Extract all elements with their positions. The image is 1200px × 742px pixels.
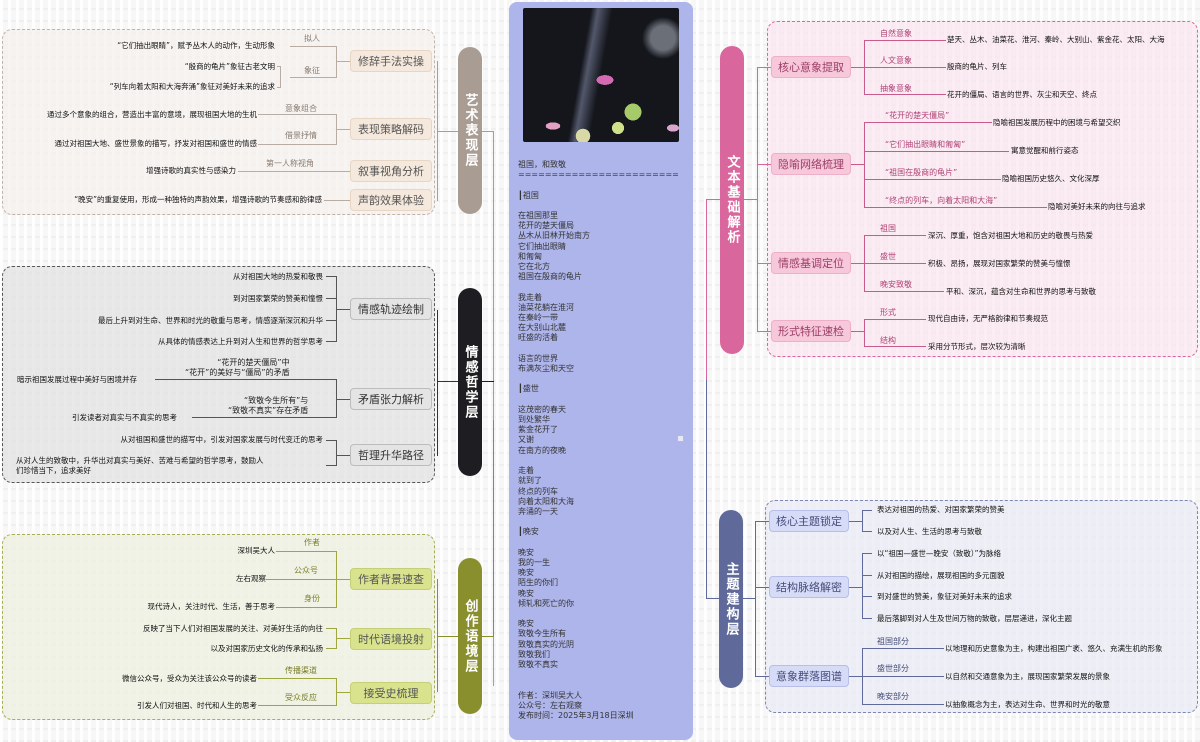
leaf: 以抽象概念为主，表达对生命、世界和时光的敬意 (945, 700, 1110, 709)
leaf: 以自然和交通意象为主，展现国家繁荣发展的景象 (945, 672, 1110, 681)
art-layer-node[interactable]: 艺术表现层 (458, 47, 482, 214)
theme-sub-imagery-map[interactable]: 意象群落图谱 (769, 665, 849, 687)
leaf: 微信公众号，受众为关注该公众号的读者 (122, 674, 257, 683)
emotion-layer-node[interactable]: 情感哲学层 (458, 288, 482, 476)
leaf: 楚天、丛木、油菜花、淮河、秦岭、大别山、紫金花、太阳、大海 (947, 35, 1165, 44)
poem-card: 祖国，和致敬 ======================== ┃祖国 在祖国那… (509, 2, 693, 740)
leaf: 从对祖国大地的热爱和敬畏 (233, 272, 323, 281)
leaf: 从对祖国和盛世的描写中，引发对国家发展与时代变迁的思考 (120, 435, 324, 444)
leaf: 隐喻对美好未来的向往与追求 (1048, 202, 1146, 211)
emotion-sub-trajectory[interactable]: 情感轨迹绘制 (350, 298, 432, 320)
context-sub-era[interactable]: 时代语境投射 (350, 628, 432, 650)
leaf: 积极、昂扬，展现对国家繁荣的赞美与憧憬 (928, 259, 1071, 268)
emotion-sub-philosophy[interactable]: 哲理升华路径 (350, 444, 432, 466)
leaf: 殷商的龟片、列车 (947, 62, 1007, 71)
leaf: 隐喻祖国历史悠久、文化深厚 (1002, 174, 1100, 183)
context-sub-reception[interactable]: 接受史梳理 (350, 682, 432, 704)
leaf: 反映了当下人们对祖国发展的关注、对美好生活的向往 (143, 624, 323, 633)
art-sub-rhetoric[interactable]: 修辞手法实操 (350, 50, 432, 72)
leaf: 通过对祖国大地、盛世景象的描写，抒发对祖国和盛世的情感 (54, 139, 258, 148)
leaf: 左右观察 (236, 574, 266, 583)
leaf: 增强诗歌的真实性与感染力 (146, 166, 236, 175)
connector (706, 598, 720, 599)
leaf: 以地理和历史意象为主，构建出祖国广袤、悠久、充满生机的形象 (945, 644, 1163, 653)
leaf: 通过多个意象的组合，营造出丰富的意境，展现祖国大地的生机 (47, 110, 257, 119)
flower-photo (523, 8, 679, 142)
context-layer-node[interactable]: 创作语境层 (458, 558, 482, 714)
connector (706, 380, 707, 599)
leaf: 平和、深沉，蕴含对生命和世界的思考与致敬 (946, 287, 1096, 296)
leaf: “晚安”的重复使用，形成一种独特的声韵效果，增强诗歌的节奏感和韵律感 (74, 195, 322, 204)
theme-sub-structure[interactable]: 结构脉络解密 (769, 576, 849, 598)
broken-image-icon (677, 435, 684, 442)
art-sub-strategy[interactable]: 表现策略解码 (350, 118, 432, 140)
leaf: 引发读者对真实与不真实的思考 (72, 413, 177, 422)
art-sub-sound[interactable]: 声韵效果体验 (350, 189, 432, 211)
leaf: 引发人们对祖国、时代和人生的思考 (137, 701, 257, 710)
leaf: 现代自由诗，无严格韵律和节奏规范 (928, 314, 1048, 323)
leaf: 从对人生的致敬中，升华出对真实与美好、苦难与希望的哲学思考，鼓励人 们珍惜当下，… (16, 456, 264, 475)
text-sub-tone[interactable]: 情感基调定位 (771, 252, 851, 274)
text-sub-form[interactable]: 形式特征速检 (771, 320, 851, 342)
connector (481, 131, 494, 132)
leaf: 深圳吴大人 (237, 546, 276, 555)
leaf: 现代诗人，关注时代、生活，善于思考 (147, 602, 276, 611)
emotion-sub-tension[interactable]: 矛盾张力解析 (350, 388, 432, 410)
leaf: 暗示祖国发展过程中美好与困境并存 (17, 375, 137, 384)
leaf: 从对祖国的描绘，展现祖国的多元面貌 (877, 571, 1005, 580)
leaf: 深沉、厚重，饱含对祖国大地和历史的敬畏与热爱 (928, 231, 1093, 240)
connector (481, 636, 494, 637)
connector (493, 420, 494, 636)
text-layer-node[interactable]: 文本基础解析 (720, 46, 744, 354)
leaf: 表达对祖国的热爱、对国家繁荣的赞美 (877, 505, 1005, 514)
leaf: 最后落脚到对人生及世间万物的致敬，层层递进，深化主题 (877, 614, 1072, 623)
text-sub-imagery[interactable]: 核心意象提取 (771, 56, 851, 78)
poem-text: 祖国，和致敬 ======================== ┃祖国 在祖国那… (518, 160, 679, 720)
leaf: 从具体的情感表达上升到对人生和世界的哲学思考 (158, 337, 323, 346)
theme-sub-core[interactable]: 核心主题锁定 (769, 510, 849, 532)
leaf: “它们抽出眼睛”，赋予丛木人的动作，生动形象 (117, 41, 275, 50)
connector (706, 199, 720, 200)
leaf: 寓意觉醒和前行姿态 (1011, 146, 1079, 155)
leaf: 花开的僵局、语言的世界、灰尘和天空、终点 (947, 90, 1097, 99)
leaf: 到对盛世的赞美，象征对美好未来的追求 (877, 592, 1012, 601)
leaf: 最后上升到对生命、世界和时光的敬重与思考，情感逐渐深沉和升华 (98, 316, 323, 325)
leaf: 以及对人生、生活的思考与致敬 (877, 527, 982, 536)
leaf: “列车向着太阳和大海奔涌”象征对美好未来的追求 (109, 82, 275, 91)
connector (493, 131, 494, 686)
leaf: 隐喻祖国发展历程中的困境与希望交织 (993, 118, 1121, 127)
context-sub-author[interactable]: 作者背景速查 (350, 568, 432, 590)
connector (481, 381, 494, 382)
leaf: 以“祖国—盛世—晚安（致敬）”为脉络 (877, 549, 1002, 558)
theme-layer-node[interactable]: 主题建构层 (719, 510, 743, 688)
text-sub-metaphor[interactable]: 隐喻网络梳理 (771, 153, 851, 175)
art-sub-narrative[interactable]: 叙事视角分析 (350, 160, 432, 182)
leaf: 到对国家繁荣的赞美和憧憬 (233, 294, 323, 303)
leaf: “殷商的龟片”象征古老文明 (184, 62, 275, 71)
leaf: 以及对国家历史文化的传承和弘扬 (210, 644, 324, 653)
leaf: 采用分节形式，层次较为清晰 (928, 342, 1026, 351)
